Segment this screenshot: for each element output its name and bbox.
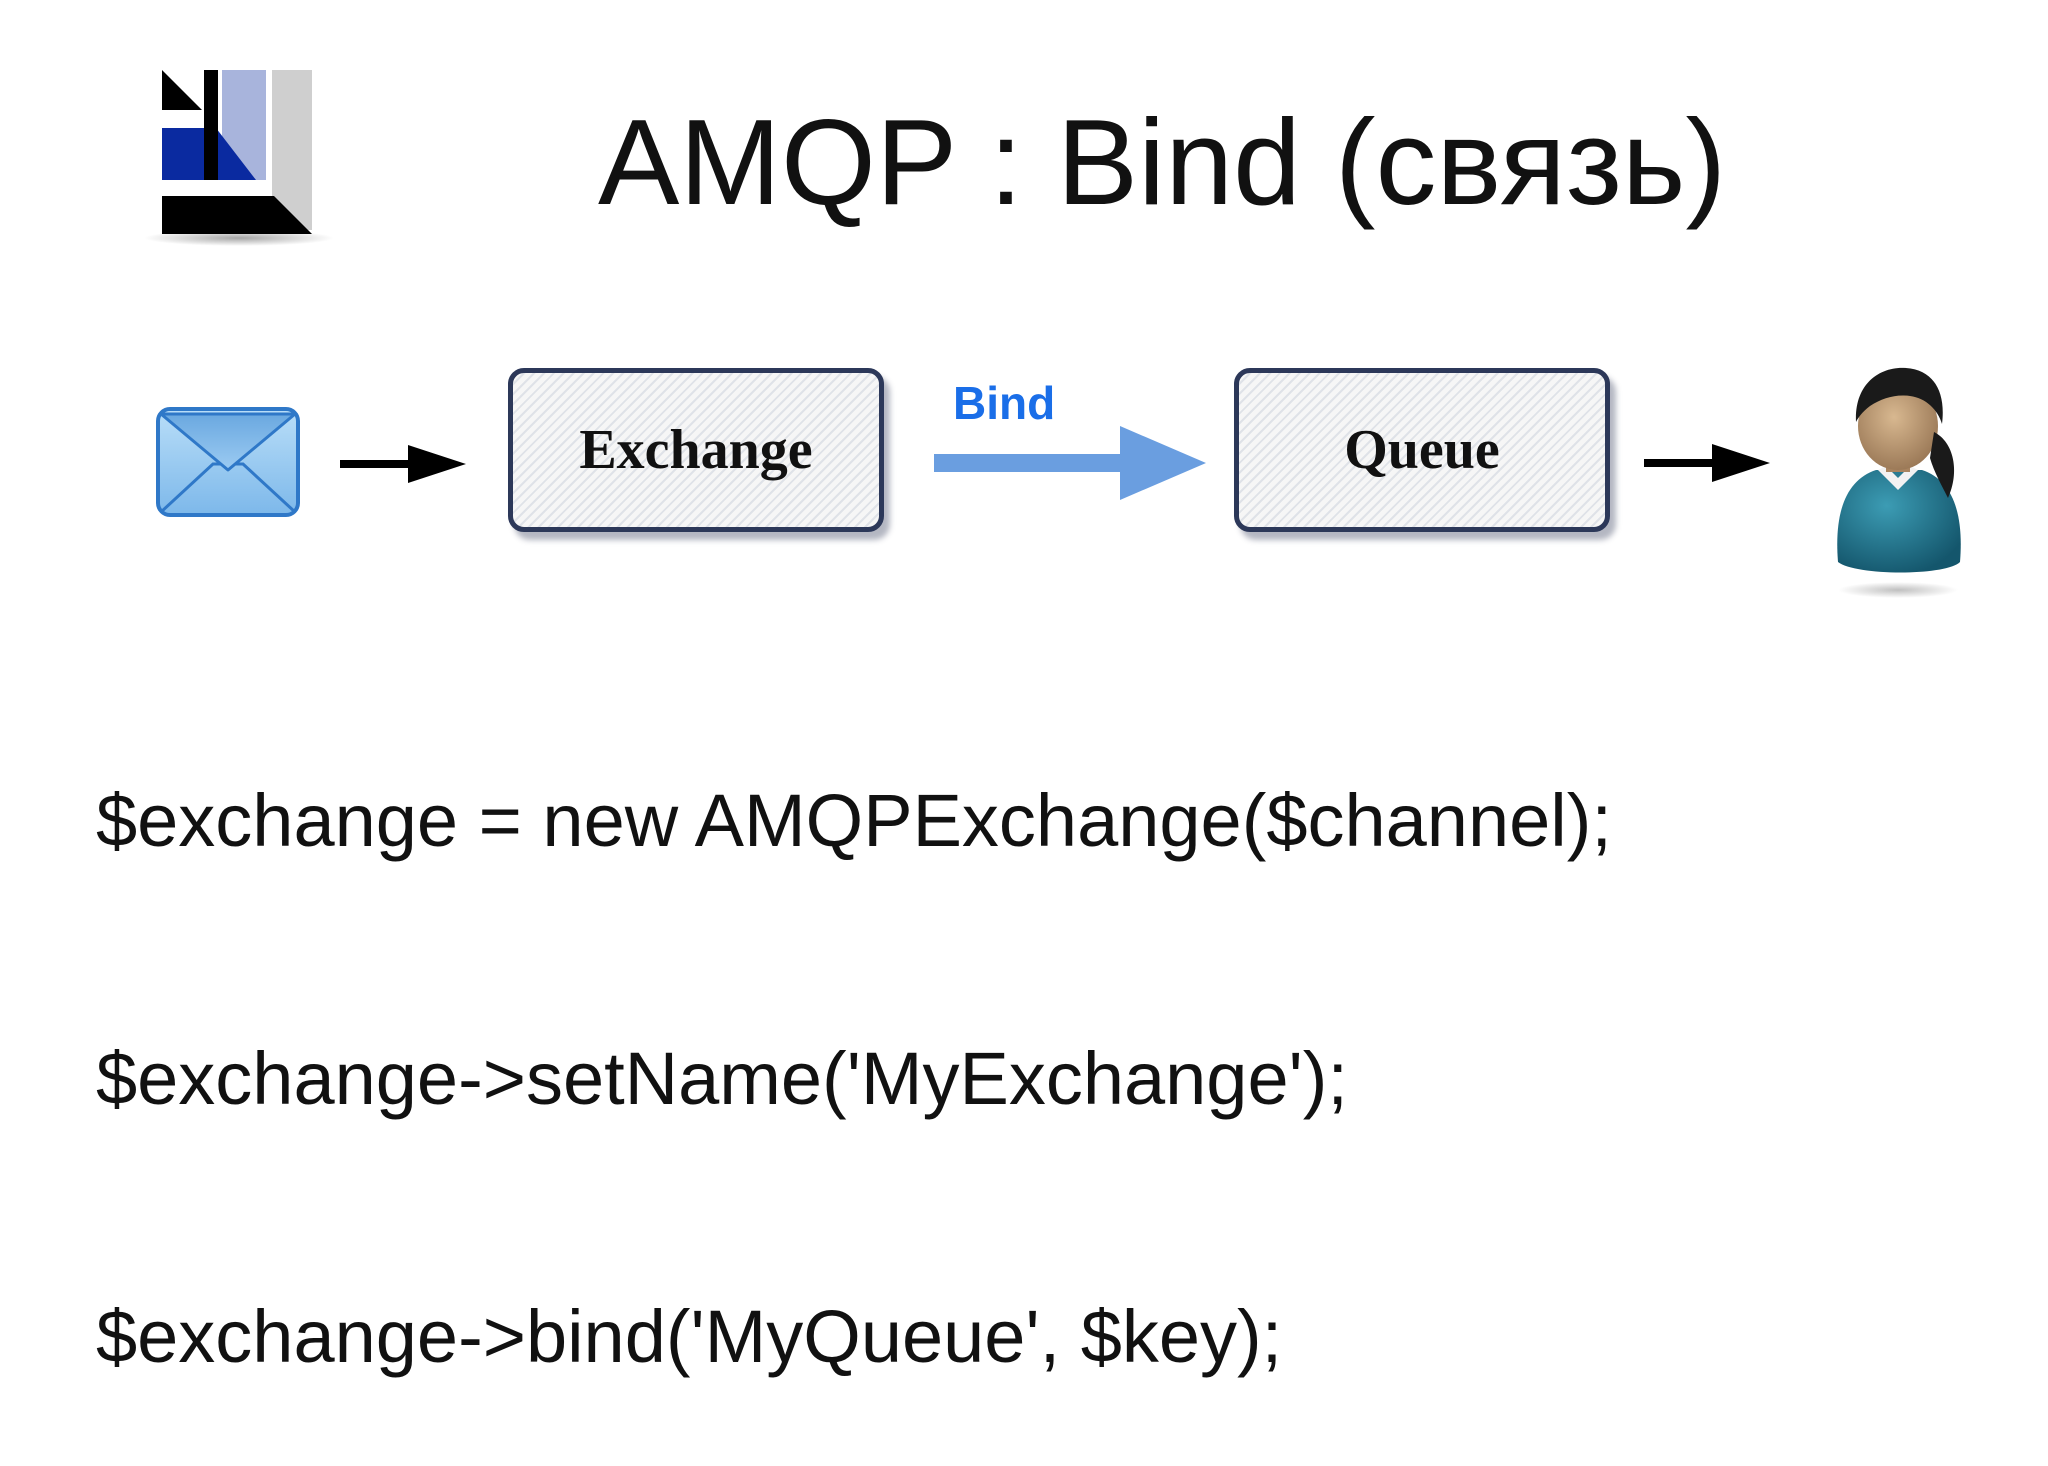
- queue-label: Queue: [1344, 419, 1500, 481]
- flow-arrow-to-consumer: [1644, 440, 1770, 486]
- slide-title: AMQP : Bind (связь): [598, 94, 1727, 230]
- user-person-icon: [1826, 362, 1976, 600]
- envelope-icon: [155, 406, 301, 518]
- exchange-node: Exchange: [508, 368, 884, 532]
- exchange-label: Exchange: [579, 419, 813, 481]
- queue-node: Queue: [1234, 368, 1610, 532]
- bind-label: Bind: [953, 377, 1056, 429]
- code-line: $exchange->setName('MyExchange');: [96, 1037, 1348, 1120]
- company-logo: [144, 68, 334, 248]
- bind-arrow: [934, 426, 1206, 500]
- code-line: $exchange->bind('MyQueue', $key);: [96, 1295, 1283, 1378]
- code-block: $exchange = new AMQPExchange($channel); …: [96, 606, 1612, 1466]
- code-line: $exchange = new AMQPExchange($channel);: [96, 779, 1612, 862]
- flow-arrow-to-exchange: [340, 441, 466, 487]
